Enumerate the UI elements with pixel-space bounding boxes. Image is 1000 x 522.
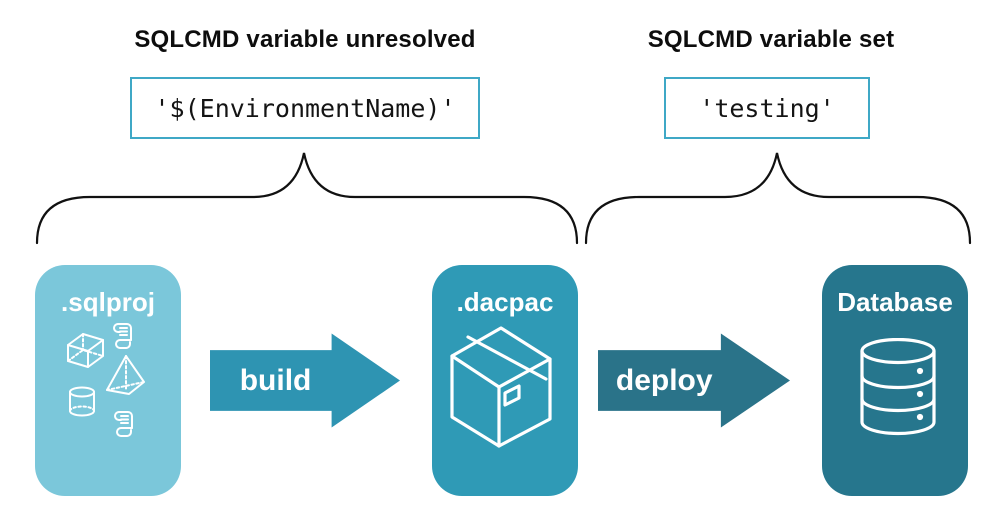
code-box-environment-variable: '$(EnvironmentName)' bbox=[130, 77, 480, 139]
dacpac-card-title: .dacpac bbox=[456, 287, 554, 317]
cube-icon bbox=[67, 333, 104, 368]
heading-sqlcmd-unresolved: SQLCMD variable unresolved bbox=[134, 26, 476, 53]
sqlproj-card-title: .sqlproj bbox=[61, 287, 155, 317]
cylinder-icon bbox=[69, 386, 95, 417]
sqlproj-card: .sqlproj bbox=[35, 265, 181, 496]
left-brace-icon bbox=[35, 152, 579, 245]
deploy-arrow-label: deploy bbox=[615, 363, 713, 397]
code-value-unresolved: '$(EnvironmentName)' bbox=[154, 93, 456, 123]
code-value-set: 'testing' bbox=[699, 93, 835, 123]
pyramid-icon bbox=[106, 355, 145, 395]
database-card-title: Database bbox=[837, 287, 953, 317]
heading-sqlcmd-set: SQLCMD variable set bbox=[647, 26, 895, 53]
scroll-icon bbox=[114, 411, 133, 437]
code-box-testing-value: 'testing' bbox=[664, 77, 870, 139]
database-card: Database bbox=[822, 265, 968, 496]
right-brace-icon bbox=[584, 152, 972, 245]
scroll-icon bbox=[113, 323, 132, 349]
package-icon bbox=[450, 326, 552, 448]
build-arrow-label: build bbox=[239, 363, 312, 397]
deploy-arrow: deploy bbox=[598, 333, 790, 428]
sql-objects-icon-cluster bbox=[67, 323, 145, 437]
database-icon bbox=[860, 338, 936, 436]
build-arrow: build bbox=[210, 333, 400, 428]
dacpac-card: .dacpac bbox=[432, 265, 578, 496]
